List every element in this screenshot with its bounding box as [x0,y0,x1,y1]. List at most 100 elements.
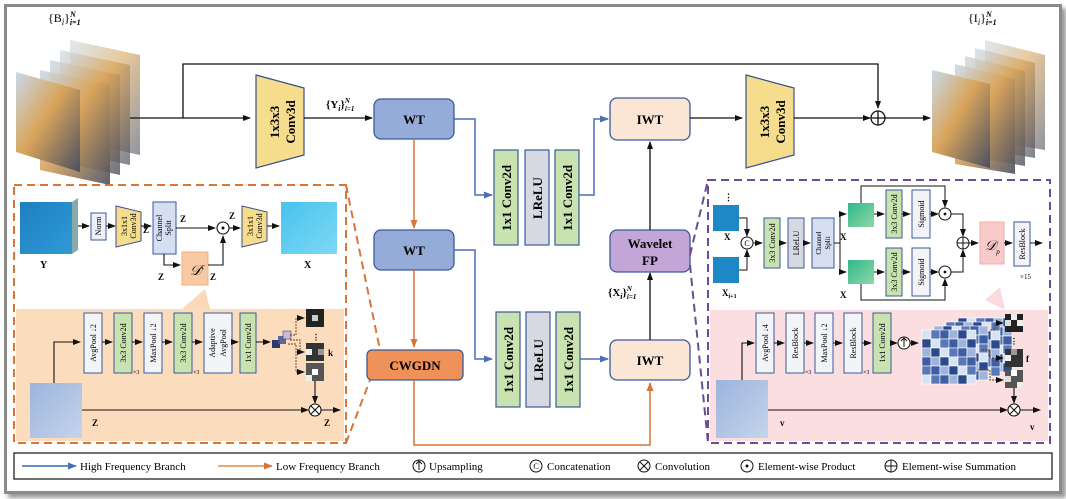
conv3d-b-block [241,205,268,248]
svg-text:⋮: ⋮ [1010,337,1018,346]
feature-cell [990,348,1001,359]
y-cube [20,202,72,254]
conv3d-in-label1: 1x3x3 [267,105,282,138]
legend-prod: Element-wise Product [758,461,855,473]
feature-cell [990,357,1001,368]
feature-cell [966,365,977,376]
input-frames-stack [16,40,140,185]
feature-cell [990,339,1001,350]
element-product-icon [740,459,754,473]
svg-text:3x3 Conv2d: 3x3 Conv2d [890,194,899,233]
svg-text:1x1 Conv2d: 1x1 Conv2d [561,326,576,393]
svg-text:1x1 Conv2d: 1x1 Conv2d [244,323,253,362]
wt-block-1-label: WT [403,112,425,127]
feature-cell [957,356,968,367]
feature-cell [939,365,950,376]
svg-text:3x1x1: 3x1x1 [246,216,255,236]
feature-cell [966,347,977,358]
feature-cell [939,356,950,367]
conv3d-out-block [745,74,795,169]
element-sum-icon [884,459,898,473]
svg-text:C: C [744,239,749,248]
upsample-node [897,336,911,350]
z1-label: Z [92,418,98,428]
dp-chain: AvgPool ↓4 ResBlock ×3 MaxPool ↓2 ResBlo… [755,312,898,376]
conv3d-out-label2: Conv3d [773,100,788,144]
legend-conv: Convolution [655,461,711,473]
iwt-block-1 [609,97,691,141]
conv-node-right [1007,403,1021,417]
svg-text:Z: Z [229,211,235,221]
feature-cell [966,374,977,385]
feature-cell [957,374,968,385]
svg-text:3x1x1: 3x1x1 [120,216,129,236]
feature-cell [921,374,932,385]
svg-text:3x3 Conv2d: 3x3 Conv2d [768,223,777,262]
f-label: f [1026,354,1030,364]
svg-text:1x1 Conv2d: 1x1 Conv2d [878,323,887,362]
feature-cell [957,347,968,358]
x-cube [281,202,337,254]
dp-block [979,221,1005,265]
legend-high: High Frequency Branch [80,461,186,473]
cwgdn-block [366,349,464,381]
dp-label: 𝒟p [985,239,1000,256]
svg-text:AvgPool: AvgPool [219,328,228,357]
svg-text:ResBlock: ResBlock [1018,228,1027,259]
svg-text:1x1 Conv2d: 1x1 Conv2d [501,326,516,393]
v-cube [716,380,768,438]
feature-cell [921,347,932,358]
feature-cell [930,338,941,349]
feature-cell [939,347,950,358]
wt-block-2-label: WT [403,243,425,258]
low-branch-arrow-3 [413,380,654,446]
norm-block: Norm [94,216,103,235]
upsampling-icon [412,459,426,473]
xt1-cube [848,203,874,227]
product-node-left [216,221,230,235]
feature-cell [966,356,977,367]
z1tilde-label: Z [324,418,330,428]
feature-cell [939,338,950,349]
svg-text:ResBlock: ResBlock [791,327,800,358]
convolution-icon [637,459,651,473]
legend-low: Low Frequency Branch [276,461,380,473]
feature-grid-stack [921,317,1013,385]
svg-text:1x1 Conv2d: 1x1 Conv2d [499,164,514,231]
feature-cell [990,366,1001,377]
feature-cell [948,374,959,385]
high-branch-arrow-3 [454,249,493,363]
svg-text:Channel: Channel [815,231,823,254]
svg-text:Sigmoid: Sigmoid [917,200,926,227]
svg-text:Z: Z [210,272,216,282]
legend-up: Upsampling [429,461,483,473]
svg-text:X: X [840,290,847,300]
kernel-grids-left: ⋮ [272,309,324,381]
sum-node-top [870,110,886,126]
feature-cell [978,370,989,381]
feature-cell [978,334,989,345]
x-cube-label: X [304,260,312,271]
svg-text:MaxPool ↓2: MaxPool ↓2 [149,323,158,362]
svg-text:×3: ×3 [863,370,869,376]
conv-node-left [308,403,322,417]
svg-text:AvgPool ↓4: AvgPool ↓4 [761,324,770,362]
feature-cell [957,338,968,349]
svg-text:AvgPool ↓2: AvgPool ↓2 [89,324,98,362]
feature-cell [921,365,932,376]
feature-cell [948,329,959,340]
iwt-block-2-label: IWT [637,353,664,368]
xi1-label: Xi+1 [722,288,737,300]
k-label: k [328,348,333,358]
svg-text:3x3 Conv2d: 3x3 Conv2d [890,252,899,291]
xi-cube [713,205,739,231]
xi-label: X [724,232,731,242]
kernel-grids-right: ⋮ [978,314,1023,388]
feature-cell [921,329,932,340]
legend-concat: Concatenation [547,461,611,473]
svg-text:ResBlock: ResBlock [849,327,858,358]
v-label: v [780,418,785,428]
